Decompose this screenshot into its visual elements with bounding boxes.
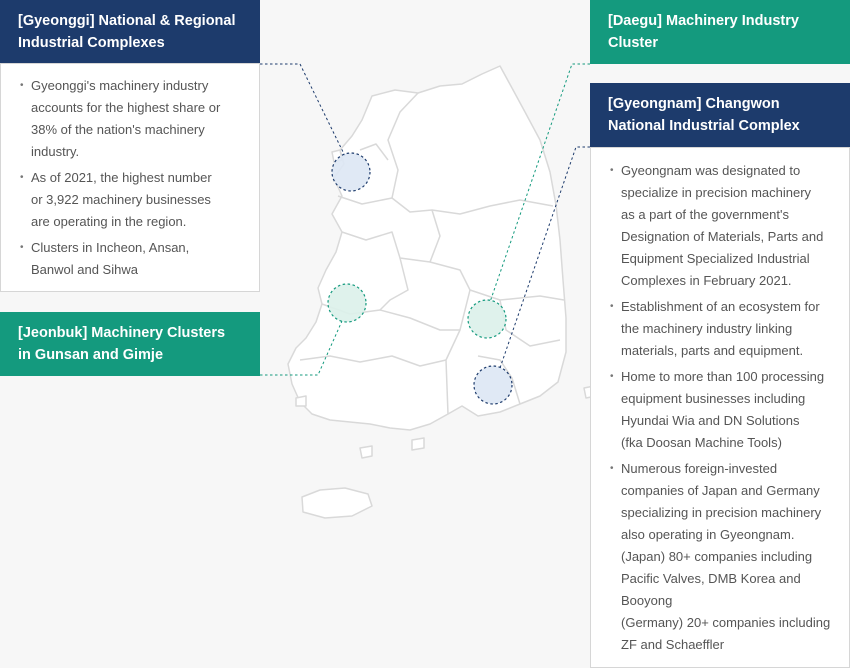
gyeonggi-details: Gyeonggi's machinery industry accounts f… bbox=[0, 63, 260, 292]
bullet-line: Gyeonggi's machinery industry bbox=[31, 78, 209, 93]
bullet-line: Designation of Materials, Parts and bbox=[621, 229, 824, 244]
bullet-line: the machinery industry linking bbox=[621, 321, 793, 336]
bullet-line: Banwol and Sihwa bbox=[31, 262, 138, 277]
jeonbuk-header: [Jeonbuk] Machinery Clusters in Gunsan a… bbox=[0, 312, 260, 376]
jeonbuk-title-line2: in Gunsan and Gimje bbox=[18, 347, 164, 363]
bullet-line: Gyeongnam was designated to bbox=[621, 163, 801, 178]
bullet-line: (Germany) 20+ companies including bbox=[621, 615, 831, 630]
daegu-leader bbox=[489, 63, 590, 303]
bullet-line: specializing in precision machinery bbox=[621, 505, 822, 520]
gyeongnam-bullet-3: Home to more than 100 processing equipme… bbox=[610, 366, 843, 454]
bullet-line: As of 2021, the highest number bbox=[31, 170, 212, 185]
jeonbuk-leader bbox=[260, 320, 343, 376]
gyeonggi-bullet-3: Clusters in Incheon, Ansan, Banwol and S… bbox=[20, 237, 249, 281]
bullet-line: Equipment Specialized Industrial bbox=[621, 251, 810, 266]
gyeongnam-title-line1: [Gyeongnam] Changwon bbox=[608, 96, 780, 112]
bullet-line: equipment businesses including bbox=[621, 391, 806, 406]
bullet-line: Establishment of an ecosystem for bbox=[621, 299, 820, 314]
jeonbuk-title-line1: [Jeonbuk] Machinery Clusters bbox=[18, 325, 226, 341]
bullet-line: Booyong bbox=[621, 593, 673, 608]
bullet-line: (Japan) 80+ companies including bbox=[621, 549, 813, 564]
bullet-line: industry. bbox=[31, 144, 80, 159]
bullet-line: Numerous foreign-invested bbox=[621, 461, 778, 476]
daegu-header: [Daegu] Machinery Industry Cluster bbox=[590, 0, 850, 64]
gyeonggi-leader bbox=[260, 63, 346, 157]
bullet-line: Complexes in February 2021. bbox=[621, 273, 792, 288]
bullet-line: are operating in the region. bbox=[31, 214, 187, 229]
bullet-line: Hyundai Wia and DN Solutions bbox=[621, 413, 800, 428]
jeju-island bbox=[301, 487, 373, 519]
bullet-line: ZF and Schaeffler bbox=[621, 637, 725, 652]
bullet-line: Pacific Valves, DMB Korea and bbox=[621, 571, 801, 586]
bullet-line: accounts for the highest share or bbox=[31, 100, 221, 115]
gyeongnam-marker bbox=[473, 365, 513, 405]
bullet-line: Clusters in Incheon, Ansan, bbox=[31, 240, 190, 255]
gyeonggi-title-line2: Industrial Complexes bbox=[18, 35, 165, 51]
gyeongnam-details: Gyeongnam was designated to specialize i… bbox=[590, 147, 850, 668]
gyeonggi-header: [Gyeonggi] National & Regional Industria… bbox=[0, 0, 260, 64]
daegu-title-line1: [Daegu] Machinery Industry bbox=[608, 13, 799, 29]
bullet-line: (fka Doosan Machine Tools) bbox=[621, 435, 782, 450]
gyeongnam-title-line2: National Industrial Complex bbox=[608, 118, 800, 134]
gyeonggi-bullet-1: Gyeonggi's machinery industry accounts f… bbox=[20, 75, 249, 163]
bullet-line: Home to more than 100 processing bbox=[621, 369, 825, 384]
bullet-line: materials, parts and equipment. bbox=[621, 343, 804, 358]
gyeonggi-marker bbox=[331, 152, 371, 192]
jeonbuk-marker bbox=[327, 283, 367, 323]
gyeongnam-bullet-1: Gyeongnam was designated to specialize i… bbox=[610, 160, 843, 292]
gyeonggi-title-line1: [Gyeonggi] National & Regional bbox=[18, 13, 236, 29]
bullet-line: or 3,922 machinery businesses bbox=[31, 192, 211, 207]
bullet-line: also operating in Gyeongnam. bbox=[621, 527, 795, 542]
mainland-outline bbox=[287, 65, 567, 431]
daegu-marker bbox=[467, 299, 507, 339]
gyeongnam-header: [Gyeongnam] Changwon National Industrial… bbox=[590, 83, 850, 148]
leader-lines bbox=[260, 63, 590, 376]
gyeonggi-bullet-2: As of 2021, the highest number or 3,922 … bbox=[20, 167, 249, 233]
bullet-line: 38% of the nation's machinery bbox=[31, 122, 205, 137]
daegu-title-line2: Cluster bbox=[608, 35, 658, 51]
bullet-line: companies of Japan and Germany bbox=[621, 483, 820, 498]
gyeongnam-bullet-2: Establishment of an ecosystem for the ma… bbox=[610, 296, 843, 362]
gyeongnam-bullet-4: Numerous foreign-invested companies of J… bbox=[610, 458, 843, 656]
bullet-line: as a part of the government's bbox=[621, 207, 789, 222]
bullet-line: specialize in precision machinery bbox=[621, 185, 812, 200]
